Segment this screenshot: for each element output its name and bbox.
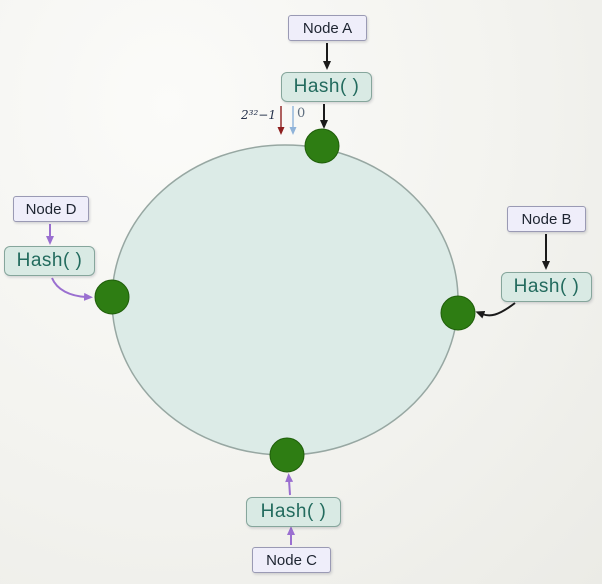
node-d-label: Node D: [25, 200, 77, 218]
hash-b-label: Hash( ): [513, 276, 580, 297]
hash-a-box: Hash( ): [281, 72, 372, 102]
hash-b-to-ring-arrow: [475, 302, 516, 319]
hash-d-label: Hash( ): [16, 250, 83, 271]
ring-zero-value-label: 0: [297, 106, 306, 121]
node-c-ring-dot: [269, 437, 305, 473]
hash-c-box: Hash( ): [246, 497, 341, 527]
hash-ring-circle: [111, 144, 459, 456]
node-c-box: Node C: [252, 547, 331, 573]
node-c-label: Node C: [266, 551, 317, 569]
node-b-ring-dot: [440, 295, 476, 331]
node-a-label: Node A: [302, 19, 353, 37]
hash-a-label: Hash( ): [293, 76, 360, 97]
hash-d-box: Hash( ): [4, 246, 95, 276]
node-a-box: Node A: [288, 15, 367, 41]
hash-b-box: Hash( ): [501, 272, 592, 302]
hash-c-label: Hash( ): [260, 501, 327, 522]
hash-d-to-ring-arrow: [51, 277, 93, 301]
node-b-label: Node B: [521, 210, 572, 228]
ring-max-value-label: 2³²−1: [241, 108, 276, 122]
node-b-box: Node B: [507, 206, 586, 232]
hash-c-to-ring-arrow: [285, 473, 294, 496]
node-a-ring-dot: [304, 128, 340, 164]
node-d-box: Node D: [13, 196, 89, 222]
node-d-ring-dot: [94, 279, 130, 315]
